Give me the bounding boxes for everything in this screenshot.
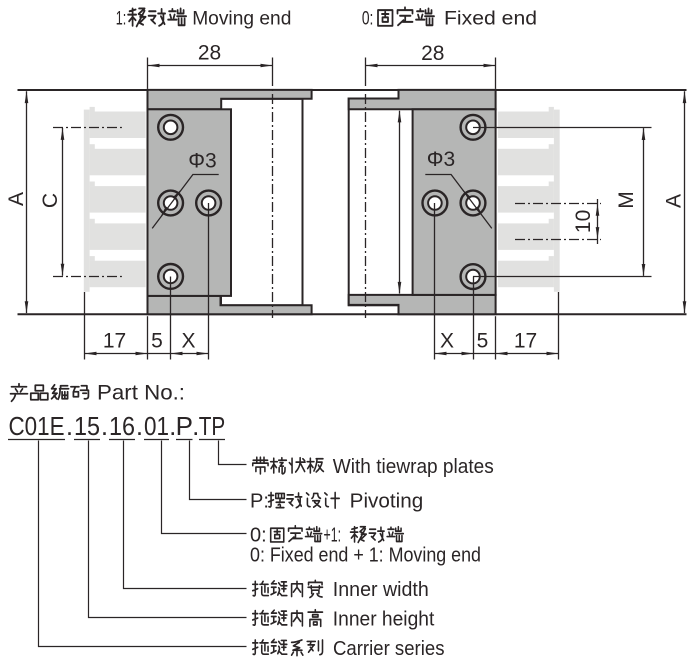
svg-text:0:: 0: [250,525,267,547]
svg-text:Inner height: Inner height [333,609,435,631]
svg-text:+1:: +1: [324,525,342,547]
svg-text:A: A [663,194,686,208]
svg-text:X: X [440,329,454,352]
svg-text:Part No.:: Part No.: [97,381,185,405]
svg-text:.: . [169,411,176,441]
svg-text:Φ3: Φ3 [188,150,216,173]
svg-text:15: 15 [74,411,100,441]
svg-text:Fixed end: Fixed end [444,7,537,29]
svg-text:0: Fixed end + 1: Moving end: 0: Fixed end + 1: Moving end [250,545,481,567]
svg-text:Pivoting: Pivoting [350,491,424,513]
svg-text:M: M [615,191,638,209]
svg-text:16: 16 [109,411,135,441]
svg-text:5: 5 [477,329,489,352]
svg-text:1:: 1: [116,7,127,29]
svg-text:.: . [136,411,143,441]
svg-text:Carrier series: Carrier series [333,638,445,660]
svg-text:Moving end: Moving end [192,7,291,29]
svg-text:With tiewrap plates: With tiewrap plates [333,456,494,478]
svg-text:C: C [39,193,62,208]
svg-text:P: P [176,411,193,441]
svg-text:.: . [66,411,73,441]
svg-text:17: 17 [514,329,537,352]
svg-text:Φ3: Φ3 [427,148,455,171]
svg-text:17: 17 [103,329,126,352]
svg-text:P:: P: [250,491,269,513]
svg-text:TP: TP [199,411,226,441]
svg-text:.: . [192,411,199,441]
svg-text:10: 10 [572,210,595,233]
svg-text:X: X [181,329,195,352]
svg-text:01: 01 [144,411,169,441]
svg-text:28: 28 [421,42,444,65]
svg-text:Inner width: Inner width [333,579,429,601]
svg-text:0:: 0: [362,7,374,29]
svg-text:.: . [101,411,108,441]
svg-text:A: A [5,192,28,206]
svg-text:28: 28 [198,42,221,65]
svg-text:5: 5 [151,329,163,352]
svg-text:C01E: C01E [9,411,65,441]
